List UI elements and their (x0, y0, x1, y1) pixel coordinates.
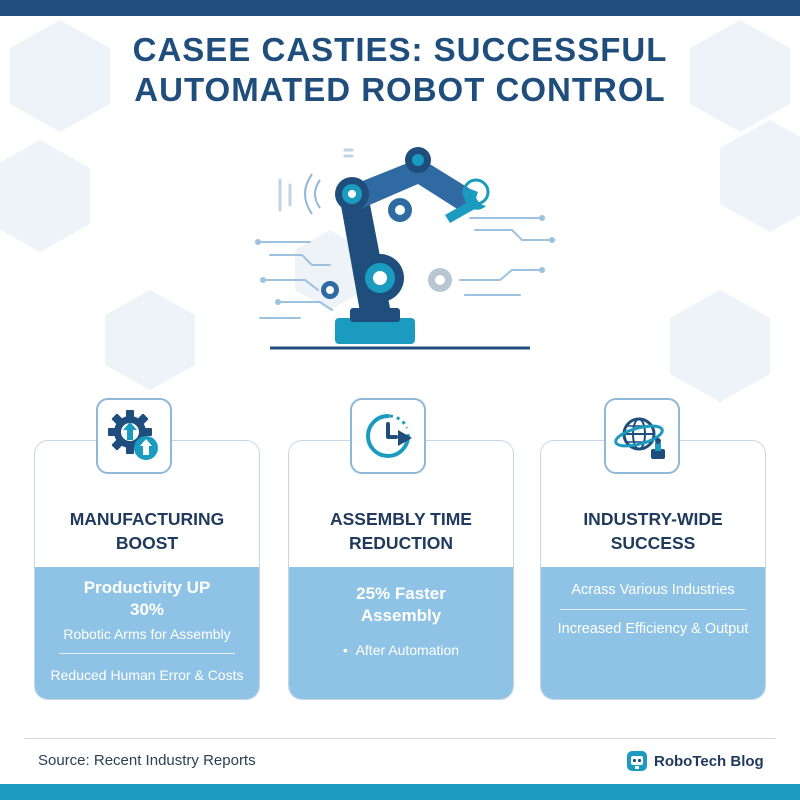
card-title: MANUFACTURING BOOST (69, 509, 225, 553)
card-detail: After Automation (355, 642, 460, 658)
highlight-line-1: Productivity UP (83, 578, 211, 597)
card-title: ASSEMBLY TIME REDUCTION (330, 509, 472, 553)
bullet: • (342, 642, 348, 658)
card-detail-row: • After Automation (289, 641, 513, 659)
card-body: Productivity UP 30% Robotic Arms for Ass… (35, 567, 259, 699)
card-manufacturing-boost: MANUFACTURING BOOST Productivity UP 30% … (34, 440, 260, 700)
footer-divider (24, 738, 776, 739)
page-title: CASEE CASTIES: SUCCESSFUL AUTOMATED ROBO… (60, 30, 740, 110)
card-body: Acrass Various Industries Increased Effi… (541, 567, 765, 699)
bottom-accent-bar (0, 784, 800, 800)
title-line-1: CASEE CASTIES: SUCCESSFUL (132, 31, 668, 68)
highlight-line-2: 30% (129, 600, 165, 619)
card-detail: Robotic Arms for Assembly (63, 626, 231, 642)
title-line-2: AUTOMATED ROBOT CONTROL (134, 71, 666, 108)
card-note: Reduced Human Error & Costs (50, 667, 244, 683)
globe-robot-icon (604, 398, 680, 474)
card-divider (560, 609, 746, 610)
highlight-line-2: Assembly (360, 606, 442, 625)
gear-arrows-up-icon (96, 398, 172, 474)
highlight-line-1: 25% Faster (356, 584, 446, 603)
card-body: 25% Faster Assembly • After Automation (289, 567, 513, 699)
robot-arm-illustration (255, 147, 555, 350)
card-assembly-time-reduction: ASSEMBLY TIME REDUCTION 25% Faster Assem… (288, 440, 514, 700)
card-industry-wide-success: INDUSTRY-WIDE SUCCESS Acrass Various Ind… (540, 440, 766, 700)
clock-play-icon (350, 398, 426, 474)
card-title: INDUSTRY-WIDE SUCCESS (583, 509, 723, 553)
card-detail: Acrass Various Industries (571, 582, 735, 598)
card-divider (59, 653, 235, 654)
top-accent-bar (0, 0, 800, 16)
brand: RoboTech Blog (626, 750, 764, 772)
brand-name: RoboTech Blog (654, 752, 764, 770)
source-text: Source: Recent Industry Reports (38, 752, 256, 769)
robot-logo-icon (627, 751, 647, 771)
card-note: Increased Efficiency & Output (557, 621, 749, 637)
